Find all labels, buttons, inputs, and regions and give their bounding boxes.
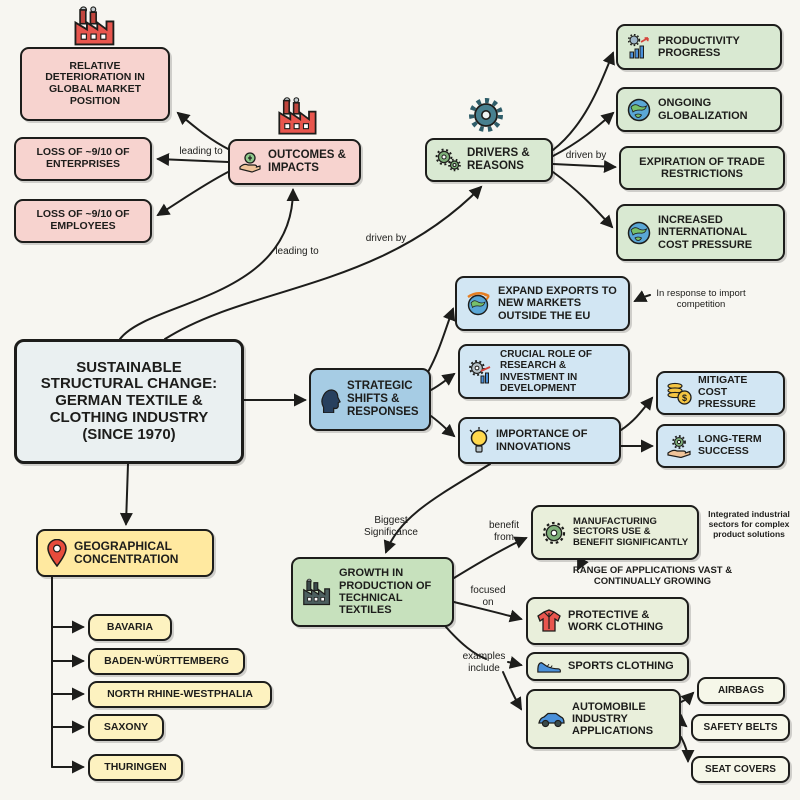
node-sports-clothing: SPORTS CLOTHING [526, 652, 689, 681]
node-growth-technical-textiles: GROWTH IN PRODUCTION OF TECHNICAL TEXTIL… [291, 557, 454, 627]
node-safety-belts: SAFETY BELTS [691, 714, 790, 741]
node-region-north-rhine-westphalia: NORTH RHINE-WESTPHALIA [88, 681, 272, 708]
edge-label-leading-to: leading to [275, 246, 319, 257]
node-label: SEAT COVERS [705, 763, 776, 775]
node-strategic-shifts: STRATEGIC SHIFTS & RESPONSES [309, 368, 431, 431]
node-loss-employees: LOSS OF ~9/10 OF EMPLOYEES [14, 199, 152, 243]
node-label: SAXONY [103, 720, 149, 733]
hand-coins-icon [238, 151, 262, 173]
car-icon [536, 710, 566, 728]
edge-label-biggest-significance: Biggest Significance [364, 515, 418, 538]
node-region-baden-wuerttemberg: BADEN-WÜRTTEMBERG [88, 648, 245, 675]
node-mitigate-cost: $ MITIGATE COST PRESSURE [656, 371, 785, 415]
globe-icon [626, 220, 652, 246]
annotation-integrated-sectors: Integrated industrial sectors for comple… [708, 509, 790, 539]
node-airbags: AIRBAGS [697, 677, 785, 704]
node-seat-covers: SEAT COVERS [691, 756, 790, 783]
node-label: GROWTH IN PRODUCTION OF TECHNICAL TEXTIL… [339, 567, 432, 617]
node-label: NORTH RHINE-WESTPHALIA [107, 687, 253, 700]
node-expand-exports: EXPAND EXPORTS TO NEW MARKETS OUTSIDE TH… [455, 276, 630, 331]
head-profile-icon [319, 387, 341, 413]
edge-label-driven-by: driven by [565, 150, 607, 161]
node-region-saxony: SAXONY [88, 714, 164, 741]
node-protective-clothing: PROTECTIVE & WORK CLOTHING [526, 597, 689, 645]
node-central-topic: SUSTAINABLE STRUCTURAL CHANGE: GERMAN TE… [14, 339, 244, 464]
node-label: ONGOING GLOBALIZATION [658, 97, 748, 122]
annotation-range-growing: RANGE OF APPLICATIONS VAST & CONTINUALLY… [572, 565, 733, 587]
node-outcomes-impacts: OUTCOMES & IMPACTS [228, 139, 361, 185]
edge-label-driven-by: driven by [365, 233, 407, 244]
gear-icon [466, 96, 506, 139]
node-productivity-progress: PRODUCTIVITY PROGRESS [616, 24, 782, 70]
gear-icon [541, 520, 567, 546]
node-label: STRATEGIC SHIFTS & RESPONSES [347, 380, 419, 418]
node-label: SUSTAINABLE STRUCTURAL CHANGE: GERMAN TE… [40, 358, 218, 443]
gear-chart-icon [468, 359, 494, 385]
node-label: LONG-TERM SUCCESS [698, 433, 762, 457]
node-label: DRIVERS & REASONS [467, 147, 530, 172]
edge-label-import-competition: In response to import competition [656, 288, 746, 310]
node-automobile-applications: AUTOMOBILE INDUSTRY APPLICATIONS [526, 689, 681, 749]
chart-growth-icon [626, 34, 652, 60]
node-label: PRODUCTIVITY PROGRESS [658, 34, 740, 59]
gears-icon [435, 148, 461, 172]
factory-icon [301, 578, 333, 606]
edge-label-examples-include: examples include [462, 651, 506, 674]
node-label: MITIGATE COST PRESSURE [698, 374, 756, 410]
node-region-bavaria: BAVARIA [88, 614, 172, 641]
node-cost-pressure: INCREASED INTERNATIONAL COST PRESSURE [616, 204, 785, 261]
factory-icon [72, 5, 118, 52]
node-importance-innovations: IMPORTANCE OF INNOVATIONS [458, 417, 621, 464]
sneaker-icon [536, 659, 562, 674]
node-label: PROTECTIVE & WORK CLOTHING [568, 608, 664, 633]
node-label: OUTCOMES & IMPACTS [268, 149, 346, 174]
svg-text:$: $ [682, 393, 687, 403]
node-label: SPORTS CLOTHING [568, 660, 674, 673]
jacket-icon [536, 609, 562, 633]
edge-label-focused-on: focused on [470, 585, 506, 608]
node-manufacturing-sectors: MANUFACTURING SECTORS USE & BENEFIT SIGN… [531, 505, 699, 560]
node-geographical-concentration: GEOGRAPHICAL CONCENTRATION [36, 529, 214, 577]
node-relative-deterioration: RELATIVE DETERIORATION IN GLOBAL MARKET … [20, 47, 170, 121]
node-long-term-success: LONG-TERM SUCCESS [656, 424, 785, 468]
globe-icon [626, 97, 652, 123]
node-label: BAVARIA [106, 620, 154, 633]
node-drivers-reasons: DRIVERS & REASONS [425, 138, 553, 182]
node-label: CRUCIAL ROLE OF RESEARCH & INVESTMENT IN… [500, 349, 593, 394]
node-ongoing-globalization: ONGOING GLOBALIZATION [616, 87, 782, 132]
node-label: LOSS OF ~9/10 OF EMPLOYEES [36, 208, 130, 232]
node-label: SAFETY BELTS [703, 721, 778, 733]
node-label: IMPORTANCE OF INNOVATIONS [496, 428, 588, 453]
node-loss-enterprises: LOSS OF ~9/10 OF ENTERPRISES [14, 137, 152, 181]
lightbulb-icon [468, 427, 490, 454]
node-label: GEOGRAPHICAL CONCENTRATION [74, 538, 179, 566]
node-label: RELATIVE DETERIORATION IN GLOBAL MARKET … [45, 59, 145, 107]
globe-export-icon [465, 291, 492, 317]
node-trade-restrictions: EXPIRATION OF TRADE RESTRICTIONS [619, 146, 785, 190]
node-label: AIRBAGS [717, 684, 765, 696]
node-label: LOSS OF ~9/10 OF ENTERPRISES [36, 146, 130, 170]
node-region-thuringen: THURINGEN [88, 754, 183, 781]
node-label: MANUFACTURING SECTORS USE & BENEFIT SIGN… [573, 515, 689, 548]
node-research-investment: CRUCIAL ROLE OF RESEARCH & INVESTMENT IN… [458, 344, 630, 399]
node-label: THURINGEN [104, 760, 167, 773]
edge-label-leading-to: leading to [179, 146, 223, 157]
map-pin-icon [46, 539, 68, 567]
node-label: AUTOMOBILE INDUSTRY APPLICATIONS [572, 700, 654, 738]
factory-icon [276, 96, 320, 141]
node-label: BADEN-WÜRTTEMBERG [104, 654, 229, 667]
hand-gear-icon [666, 434, 692, 458]
node-label: INCREASED INTERNATIONAL COST PRESSURE [658, 214, 753, 251]
edge-label-benefit-from: benefit from [488, 520, 520, 543]
node-label: EXPIRATION OF TRADE RESTRICTIONS [639, 155, 765, 180]
node-label: EXPAND EXPORTS TO NEW MARKETS OUTSIDE TH… [498, 285, 617, 322]
coins-icon: $ [666, 381, 692, 405]
